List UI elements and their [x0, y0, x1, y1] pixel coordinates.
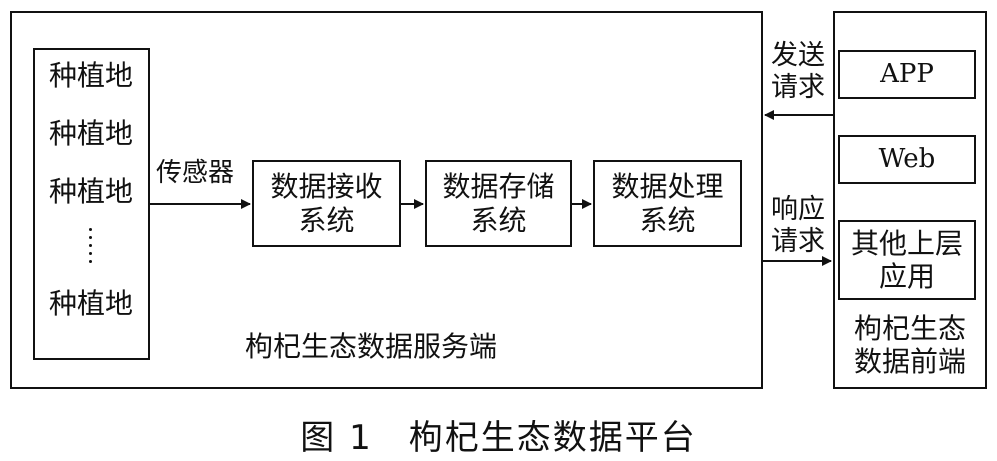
other-apps-line2: 应用 — [878, 260, 935, 293]
field-label-4: 种植地 — [49, 287, 134, 320]
planting-fields-box — [33, 48, 150, 360]
figure-caption: 图 1 枸杞生态数据平台 — [0, 410, 997, 459]
sensor-label: 传感器 — [156, 158, 235, 188]
data-storage-line1: 数据存储 — [442, 170, 555, 204]
data-processing-line2: 系统 — [639, 203, 696, 237]
web-label: Web — [878, 144, 936, 175]
data-processing-system: 数据处理 系统 — [593, 160, 742, 247]
data-processing-line1: 数据处理 — [611, 170, 724, 204]
respond-request-line2: 请求 — [771, 225, 825, 257]
data-receive-line2: 系统 — [298, 203, 355, 237]
other-apps-box: 其他上层 应用 — [838, 220, 976, 300]
data-storage-system: 数据存储 系统 — [425, 160, 572, 247]
field-label-3: 种植地 — [49, 175, 134, 208]
other-apps-line1: 其他上层 — [850, 226, 963, 260]
figure-title: 枸杞生态数据平台 — [408, 418, 697, 458]
ellipsis-dots — [89, 228, 93, 268]
respond-request-label: 响应 请求 — [765, 194, 831, 258]
app-box: APP — [838, 50, 976, 99]
frontend-title-line1: 枸杞生态 — [853, 312, 966, 345]
frontend-title: 枸杞生态 数据前端 — [835, 312, 985, 378]
field-label-1: 种植地 — [49, 59, 134, 92]
send-request-label: 发送 请求 — [765, 40, 831, 104]
data-storage-line2: 系统 — [470, 203, 527, 237]
respond-request-line1: 响应 — [771, 194, 825, 225]
send-request-line1: 发送 — [771, 40, 825, 71]
field-label-2: 种植地 — [49, 117, 134, 150]
send-request-line2: 请求 — [771, 71, 825, 103]
data-receive-line1: 数据接收 — [270, 170, 383, 204]
server-title: 枸杞生态数据服务端 — [245, 330, 498, 363]
frontend-title-line2: 数据前端 — [853, 345, 966, 379]
data-receive-system: 数据接收 系统 — [252, 160, 401, 247]
web-box: Web — [838, 135, 976, 184]
app-label: APP — [880, 59, 934, 90]
figure-number: 图 1 — [300, 418, 373, 458]
